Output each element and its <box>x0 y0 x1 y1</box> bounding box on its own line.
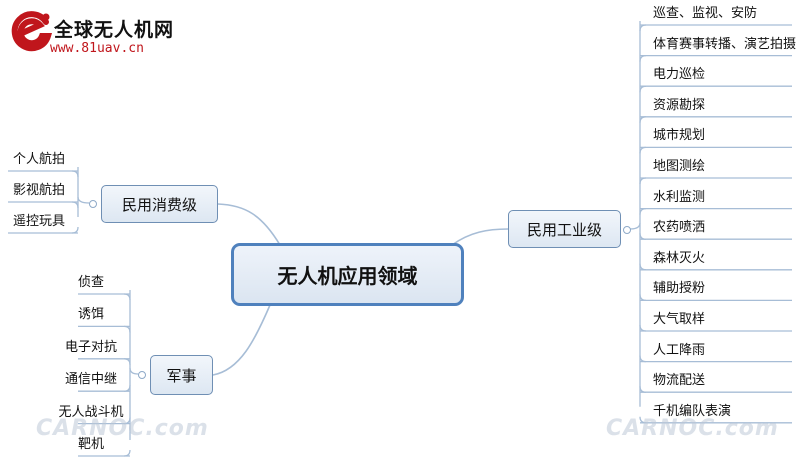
logo-url[interactable]: www.81uav.cn <box>50 41 144 56</box>
leaf-industrial-4[interactable]: 城市规划 <box>653 128 706 144</box>
connector-line <box>639 233 647 240</box>
connector-line <box>639 24 647 32</box>
leaf-industrial-12[interactable]: 物流配送 <box>653 373 706 389</box>
connector-line <box>123 293 131 301</box>
leaf-industrial-1[interactable]: 体育赛事转播、演艺拍摄 <box>653 36 797 52</box>
leaf-industrial-5[interactable]: 地图测绘 <box>653 159 706 174</box>
logo-e-icon <box>11 11 53 52</box>
connector-line <box>639 263 647 271</box>
leaf-military-0[interactable]: 侦查 <box>77 275 104 290</box>
leaf-industrial-8[interactable]: 森林灭火 <box>653 250 706 266</box>
connector-line <box>639 177 647 185</box>
collapse-toggle-industrial[interactable] <box>623 226 631 234</box>
connector-line <box>639 324 647 332</box>
collapse-toggle-military[interactable] <box>138 371 146 379</box>
connector-line <box>639 207 647 215</box>
connector-line <box>123 417 131 425</box>
leaf-industrial-11[interactable]: 人工降雨 <box>653 342 706 358</box>
center-topic[interactable]: 无人机应用领域 <box>231 243 464 306</box>
collapse-toggle-consumer[interactable] <box>89 200 97 208</box>
leaf-industrial-9[interactable]: 辅助授粉 <box>653 281 706 297</box>
leaf-military-1[interactable]: 诱饵 <box>77 307 104 323</box>
connector-line <box>639 85 647 93</box>
connector-line <box>123 325 131 333</box>
site-logo[interactable]: 全球无人机网 www.81uav.cn <box>8 8 198 60</box>
leaf-industrial-3[interactable]: 资源勘探 <box>653 97 706 113</box>
leaf-military-4[interactable]: 无人战斗机 <box>58 404 124 420</box>
connector-line <box>123 449 131 457</box>
connector-line <box>629 222 641 230</box>
leaf-industrial-13[interactable]: 千机编队表演 <box>653 403 732 419</box>
branch-consumer[interactable]: 民用消费级 <box>101 185 218 223</box>
leaf-military-2[interactable]: 电子对抗 <box>64 339 117 355</box>
connector-line <box>639 416 647 424</box>
watermark-right: CARNOC.com <box>606 416 779 441</box>
connector-line <box>639 146 647 154</box>
connector-line <box>451 228 509 246</box>
connector-line <box>129 367 139 375</box>
leaf-consumer-1[interactable]: 影视航拍 <box>12 183 65 198</box>
leaf-consumer-2[interactable]: 遥控玩具 <box>12 214 65 229</box>
connector-line <box>71 201 79 209</box>
connector-line <box>71 170 79 178</box>
leaf-military-5[interactable]: 靶机 <box>77 437 104 452</box>
leaf-consumer-0[interactable]: 个人航拍 <box>12 152 65 167</box>
connector-line <box>123 358 131 365</box>
connector-line <box>212 304 271 376</box>
leaf-industrial-7[interactable]: 农药喷洒 <box>653 220 706 236</box>
leaf-industrial-10[interactable]: 大气取样 <box>653 312 706 327</box>
connector-line <box>639 54 647 62</box>
connector-line <box>123 385 131 392</box>
connector-line <box>639 355 647 363</box>
logo-title: 全球无人机网 <box>54 19 175 41</box>
branch-military[interactable]: 军事 <box>150 355 213 395</box>
connector-line <box>217 203 281 246</box>
leaf-military-3[interactable]: 通信中继 <box>64 372 117 388</box>
leaf-industrial-2[interactable]: 电力巡检 <box>653 67 706 83</box>
connector-line <box>639 386 647 393</box>
leaf-industrial-6[interactable]: 水利监测 <box>653 189 706 205</box>
connector-line <box>639 116 647 123</box>
leaf-industrial-0[interactable]: 巡查、监视、安防 <box>653 6 758 21</box>
connector-line <box>77 196 90 204</box>
watermark-left: CARNOC.com <box>36 416 209 441</box>
connector-line <box>71 226 79 234</box>
branch-industrial[interactable]: 民用工业级 <box>508 210 621 248</box>
connector-line <box>639 294 647 302</box>
